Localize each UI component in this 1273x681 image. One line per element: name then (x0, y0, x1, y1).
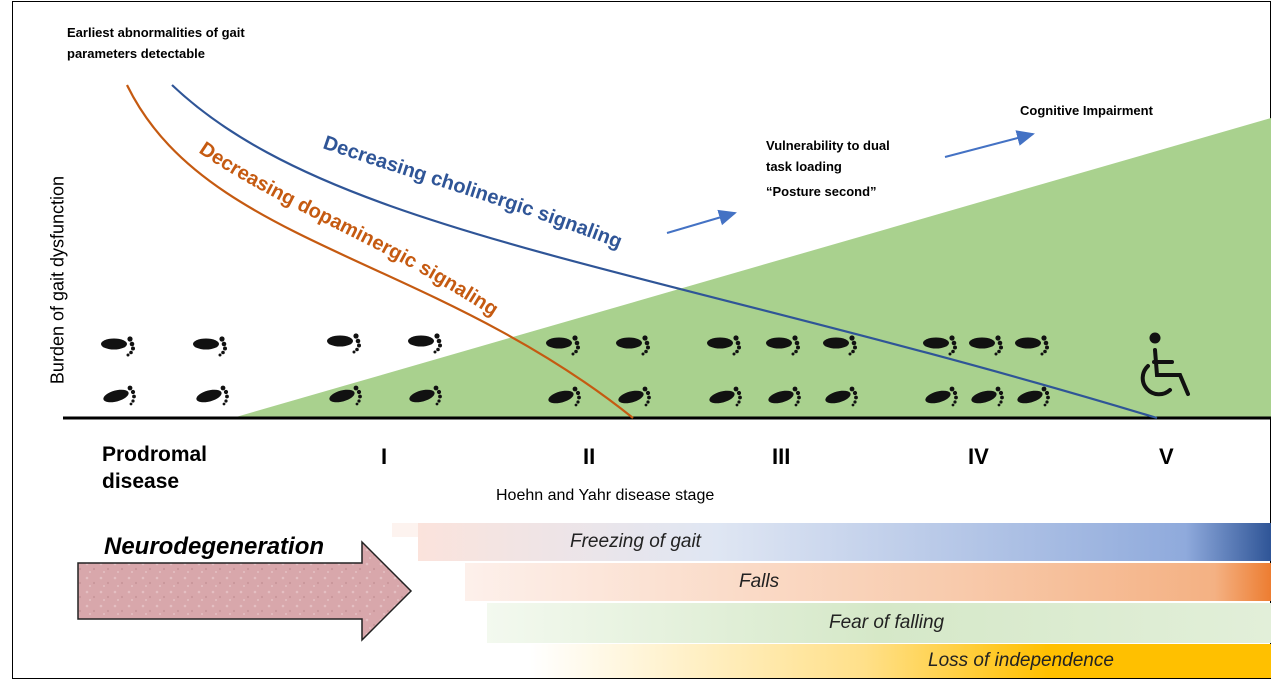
footprint-icon (408, 333, 442, 354)
stage-iv: IV (968, 444, 989, 469)
bar-falls (465, 563, 1271, 601)
stage-iii: III (772, 444, 791, 469)
cognitive-impairment-note: Cognitive Impairment (1020, 103, 1153, 118)
arrow-right-icon (944, 130, 1035, 158)
dopaminergic-label: Decreasing dopaminergic signaling (195, 138, 502, 321)
x-axis-label: Hoehn and Yahr disease stage (496, 487, 715, 504)
posture-second: “Posture second” (766, 184, 877, 199)
footprint-icon (327, 333, 361, 354)
loss-of-independence-label: Loss of independence (928, 650, 1114, 671)
stage-v: V (1159, 444, 1174, 469)
cholinergic-curve (171, 84, 1158, 420)
stage-ii: II (583, 444, 596, 469)
bar-fear (487, 603, 1271, 643)
neurodegeneration-label: Neurodegeneration (104, 533, 325, 560)
earliest-line-1: Earliest abnormalities of gait (67, 25, 245, 40)
vulnerability-note: Vulnerability to dual task loading “Post… (766, 135, 890, 202)
footprint-icon (195, 385, 229, 406)
footprint-icon (102, 385, 136, 406)
stage-i: I (381, 444, 388, 469)
bar-loss (530, 644, 1271, 678)
fear-of-falling-label: Fear of falling (829, 612, 945, 633)
earliest-line-2: parameters detectable (67, 46, 206, 61)
vulnerability-line-1: Vulnerability to dual (766, 138, 890, 153)
vulnerability-line-2: task loading (766, 159, 842, 174)
dopaminergic-curve (126, 84, 634, 419)
bar-freezing (418, 523, 1271, 561)
wheelchair-icon (1140, 332, 1190, 397)
footprint-icon (101, 336, 135, 357)
earliest-abnormalities-note: Earliest abnormalities of gait parameter… (67, 22, 245, 64)
y-axis-label: Burden of gait dysfunction (47, 175, 68, 385)
footprint-icon (193, 336, 227, 357)
prodromal-line-1: Prodromal (102, 443, 208, 466)
prodromal-line-2: disease (102, 470, 180, 493)
footprints-prodromal (101, 336, 229, 406)
burden-area (236, 118, 1271, 417)
neurodegeneration-arrow (77, 540, 413, 642)
arrow-right-icon (666, 209, 737, 234)
falls-label: Falls (739, 571, 780, 592)
freezing-of-gait-label: Freezing of gait (570, 531, 701, 552)
stage-prodromal: Prodromal disease (102, 441, 207, 495)
